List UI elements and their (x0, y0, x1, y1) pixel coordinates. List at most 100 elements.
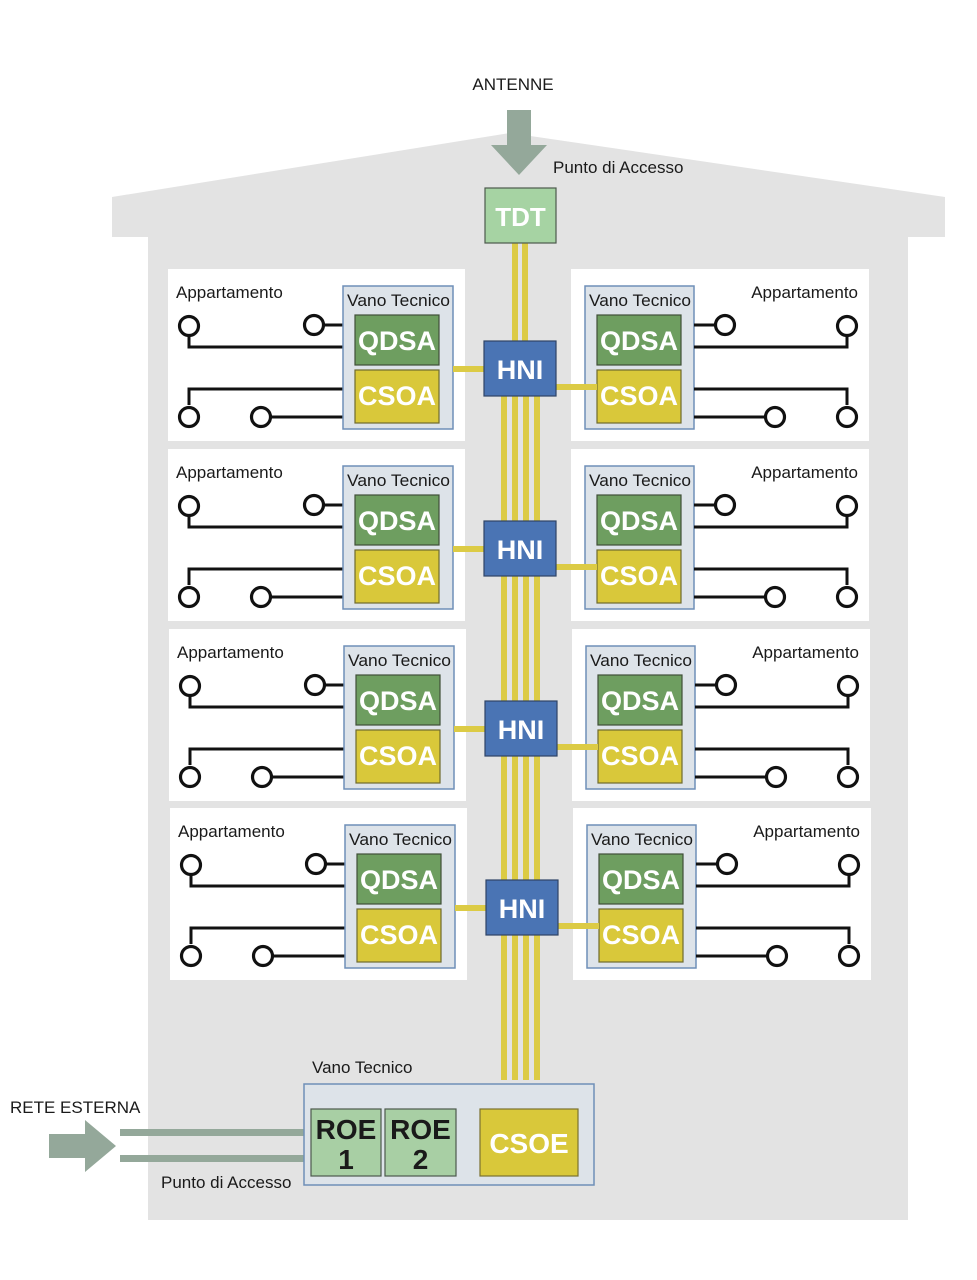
tdt-label: TDT (495, 202, 546, 232)
roe-1-box[interactable]: ROE 1 (310, 1108, 382, 1177)
qdsa-label: QDSA (358, 506, 436, 536)
socket-icon[interactable] (837, 853, 861, 877)
wire (695, 747, 850, 765)
socket-icon[interactable] (713, 493, 737, 517)
apartment-label: Appartamento (751, 283, 858, 302)
socket-icon[interactable] (835, 585, 859, 609)
socket-icon[interactable] (713, 313, 737, 337)
socket-icon[interactable] (836, 674, 860, 698)
socket-icon[interactable] (302, 313, 326, 337)
socket-icon[interactable] (835, 494, 859, 518)
socket-icon[interactable] (251, 944, 275, 968)
csoa-box[interactable]: CSOA (356, 908, 442, 963)
socket-icon[interactable] (835, 405, 859, 429)
socket-icon[interactable] (177, 494, 201, 518)
qdsa-label: QDSA (600, 506, 678, 536)
socket-icon[interactable] (178, 765, 202, 789)
qdsa-box[interactable]: QDSA (596, 494, 682, 546)
csoa-box[interactable]: CSOA (598, 908, 684, 963)
csoa-label: CSOA (360, 920, 438, 950)
csoa-box[interactable]: CSOA (597, 729, 683, 784)
socket-icon[interactable] (249, 585, 273, 609)
socket-icon[interactable] (179, 944, 203, 968)
qdsa-label: QDSA (358, 326, 436, 356)
csoa-box[interactable]: CSOA (354, 369, 440, 424)
fiber-link-left (453, 366, 493, 372)
socket-icon[interactable] (177, 314, 201, 338)
wire (694, 567, 849, 585)
socket-icon[interactable] (303, 673, 327, 697)
csoa-label: CSOA (601, 741, 679, 771)
wire (188, 696, 345, 709)
roe-2-box[interactable]: ROE 2 (384, 1108, 457, 1177)
hni-label: HNI (497, 355, 544, 385)
vano-tecnico-label: Vano Tecnico (590, 651, 692, 670)
roe-2-line1: ROE (390, 1114, 451, 1145)
socket-icon[interactable] (249, 405, 273, 429)
wire (187, 387, 344, 405)
qdsa-box[interactable]: QDSA (354, 494, 440, 546)
socket-icon[interactable] (763, 405, 787, 429)
rete-esterna-label: RETE ESTERNA (10, 1098, 141, 1117)
apartment-label: Appartamento (177, 643, 284, 662)
apartment-label: Appartamento (751, 463, 858, 482)
socket-icon[interactable] (179, 853, 203, 877)
socket-icon[interactable] (178, 674, 202, 698)
csoa-label: CSOA (602, 920, 680, 950)
socket-icon[interactable] (764, 765, 788, 789)
qdsa-box[interactable]: QDSA (598, 853, 684, 905)
socket-icon[interactable] (763, 585, 787, 609)
socket-icon[interactable] (302, 493, 326, 517)
socket-icon[interactable] (836, 765, 860, 789)
hni-box[interactable]: HNI (483, 520, 557, 577)
socket-icon[interactable] (835, 314, 859, 338)
vano-tecnico-label: Vano Tecnico (591, 830, 693, 849)
socket-icon[interactable] (304, 852, 328, 876)
socket-icon[interactable] (715, 852, 739, 876)
csoa-box[interactable]: CSOA (354, 549, 440, 604)
socket-icon[interactable] (177, 405, 201, 429)
qdsa-label: QDSA (600, 326, 678, 356)
fiber-link-left (455, 905, 495, 911)
antenne-label: ANTENNE (472, 75, 553, 94)
wire (187, 567, 344, 585)
socket-icon[interactable] (765, 944, 789, 968)
socket-icon[interactable] (714, 673, 738, 697)
hni-box[interactable]: HNI (484, 700, 558, 757)
qdsa-box[interactable]: QDSA (354, 314, 440, 366)
qdsa-box[interactable]: QDSA (356, 853, 442, 905)
socket-icon[interactable] (177, 585, 201, 609)
fiber-link-right (555, 923, 599, 929)
csoa-label: CSOA (600, 561, 678, 591)
hni-box[interactable]: HNI (483, 340, 557, 397)
apartment-label: Appartamento (752, 643, 859, 662)
fiber-link-left (453, 546, 493, 552)
qdsa-box[interactable]: QDSA (355, 674, 441, 726)
csoe-box[interactable]: CSOE (479, 1108, 579, 1177)
qdsa-box[interactable]: QDSA (596, 314, 682, 366)
rete-esterna-arrow-icon (49, 1120, 116, 1172)
csoa-label: CSOA (600, 381, 678, 411)
hni-box[interactable]: HNI (485, 879, 559, 936)
wire (694, 387, 849, 405)
wire (188, 747, 345, 765)
csoa-box[interactable]: CSOA (355, 729, 441, 784)
antenne-arrow-icon (491, 110, 547, 175)
wire (695, 695, 850, 709)
roe-1-line2: 1 (338, 1144, 354, 1175)
csoa-box[interactable]: CSOA (596, 549, 682, 604)
socket-icon[interactable] (250, 765, 274, 789)
socket-icon[interactable] (837, 944, 861, 968)
access-cable-1 (120, 1129, 304, 1136)
qdsa-box[interactable]: QDSA (597, 674, 683, 726)
csoa-box[interactable]: CSOA (596, 369, 682, 424)
vano-tecnico-label: Vano Tecnico (589, 291, 691, 310)
vano-tecnico-label: Vano Tecnico (347, 291, 450, 310)
csoa-label: CSOA (358, 561, 436, 591)
tdt-box[interactable]: TDT (484, 187, 557, 244)
punto-accesso-top-label: Punto di Accesso (553, 158, 683, 177)
